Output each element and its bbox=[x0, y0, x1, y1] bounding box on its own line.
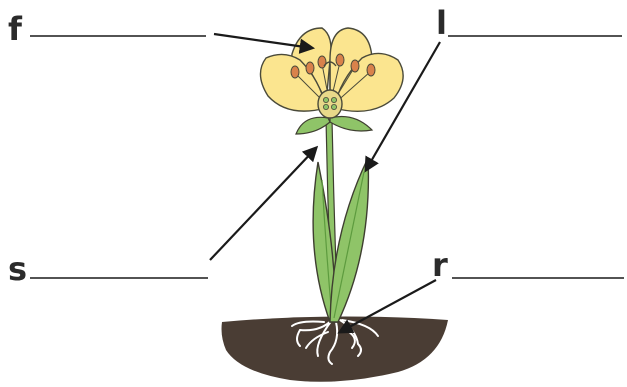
soil bbox=[222, 316, 449, 381]
leaf-right bbox=[330, 158, 368, 322]
sepal-right bbox=[330, 117, 372, 132]
sepal-left bbox=[296, 117, 330, 134]
label-leaf: l bbox=[436, 4, 447, 42]
label-stem: s bbox=[8, 250, 27, 288]
arrow-stem bbox=[210, 148, 316, 260]
label-flower: f bbox=[8, 10, 23, 48]
label-root: r bbox=[432, 246, 448, 284]
